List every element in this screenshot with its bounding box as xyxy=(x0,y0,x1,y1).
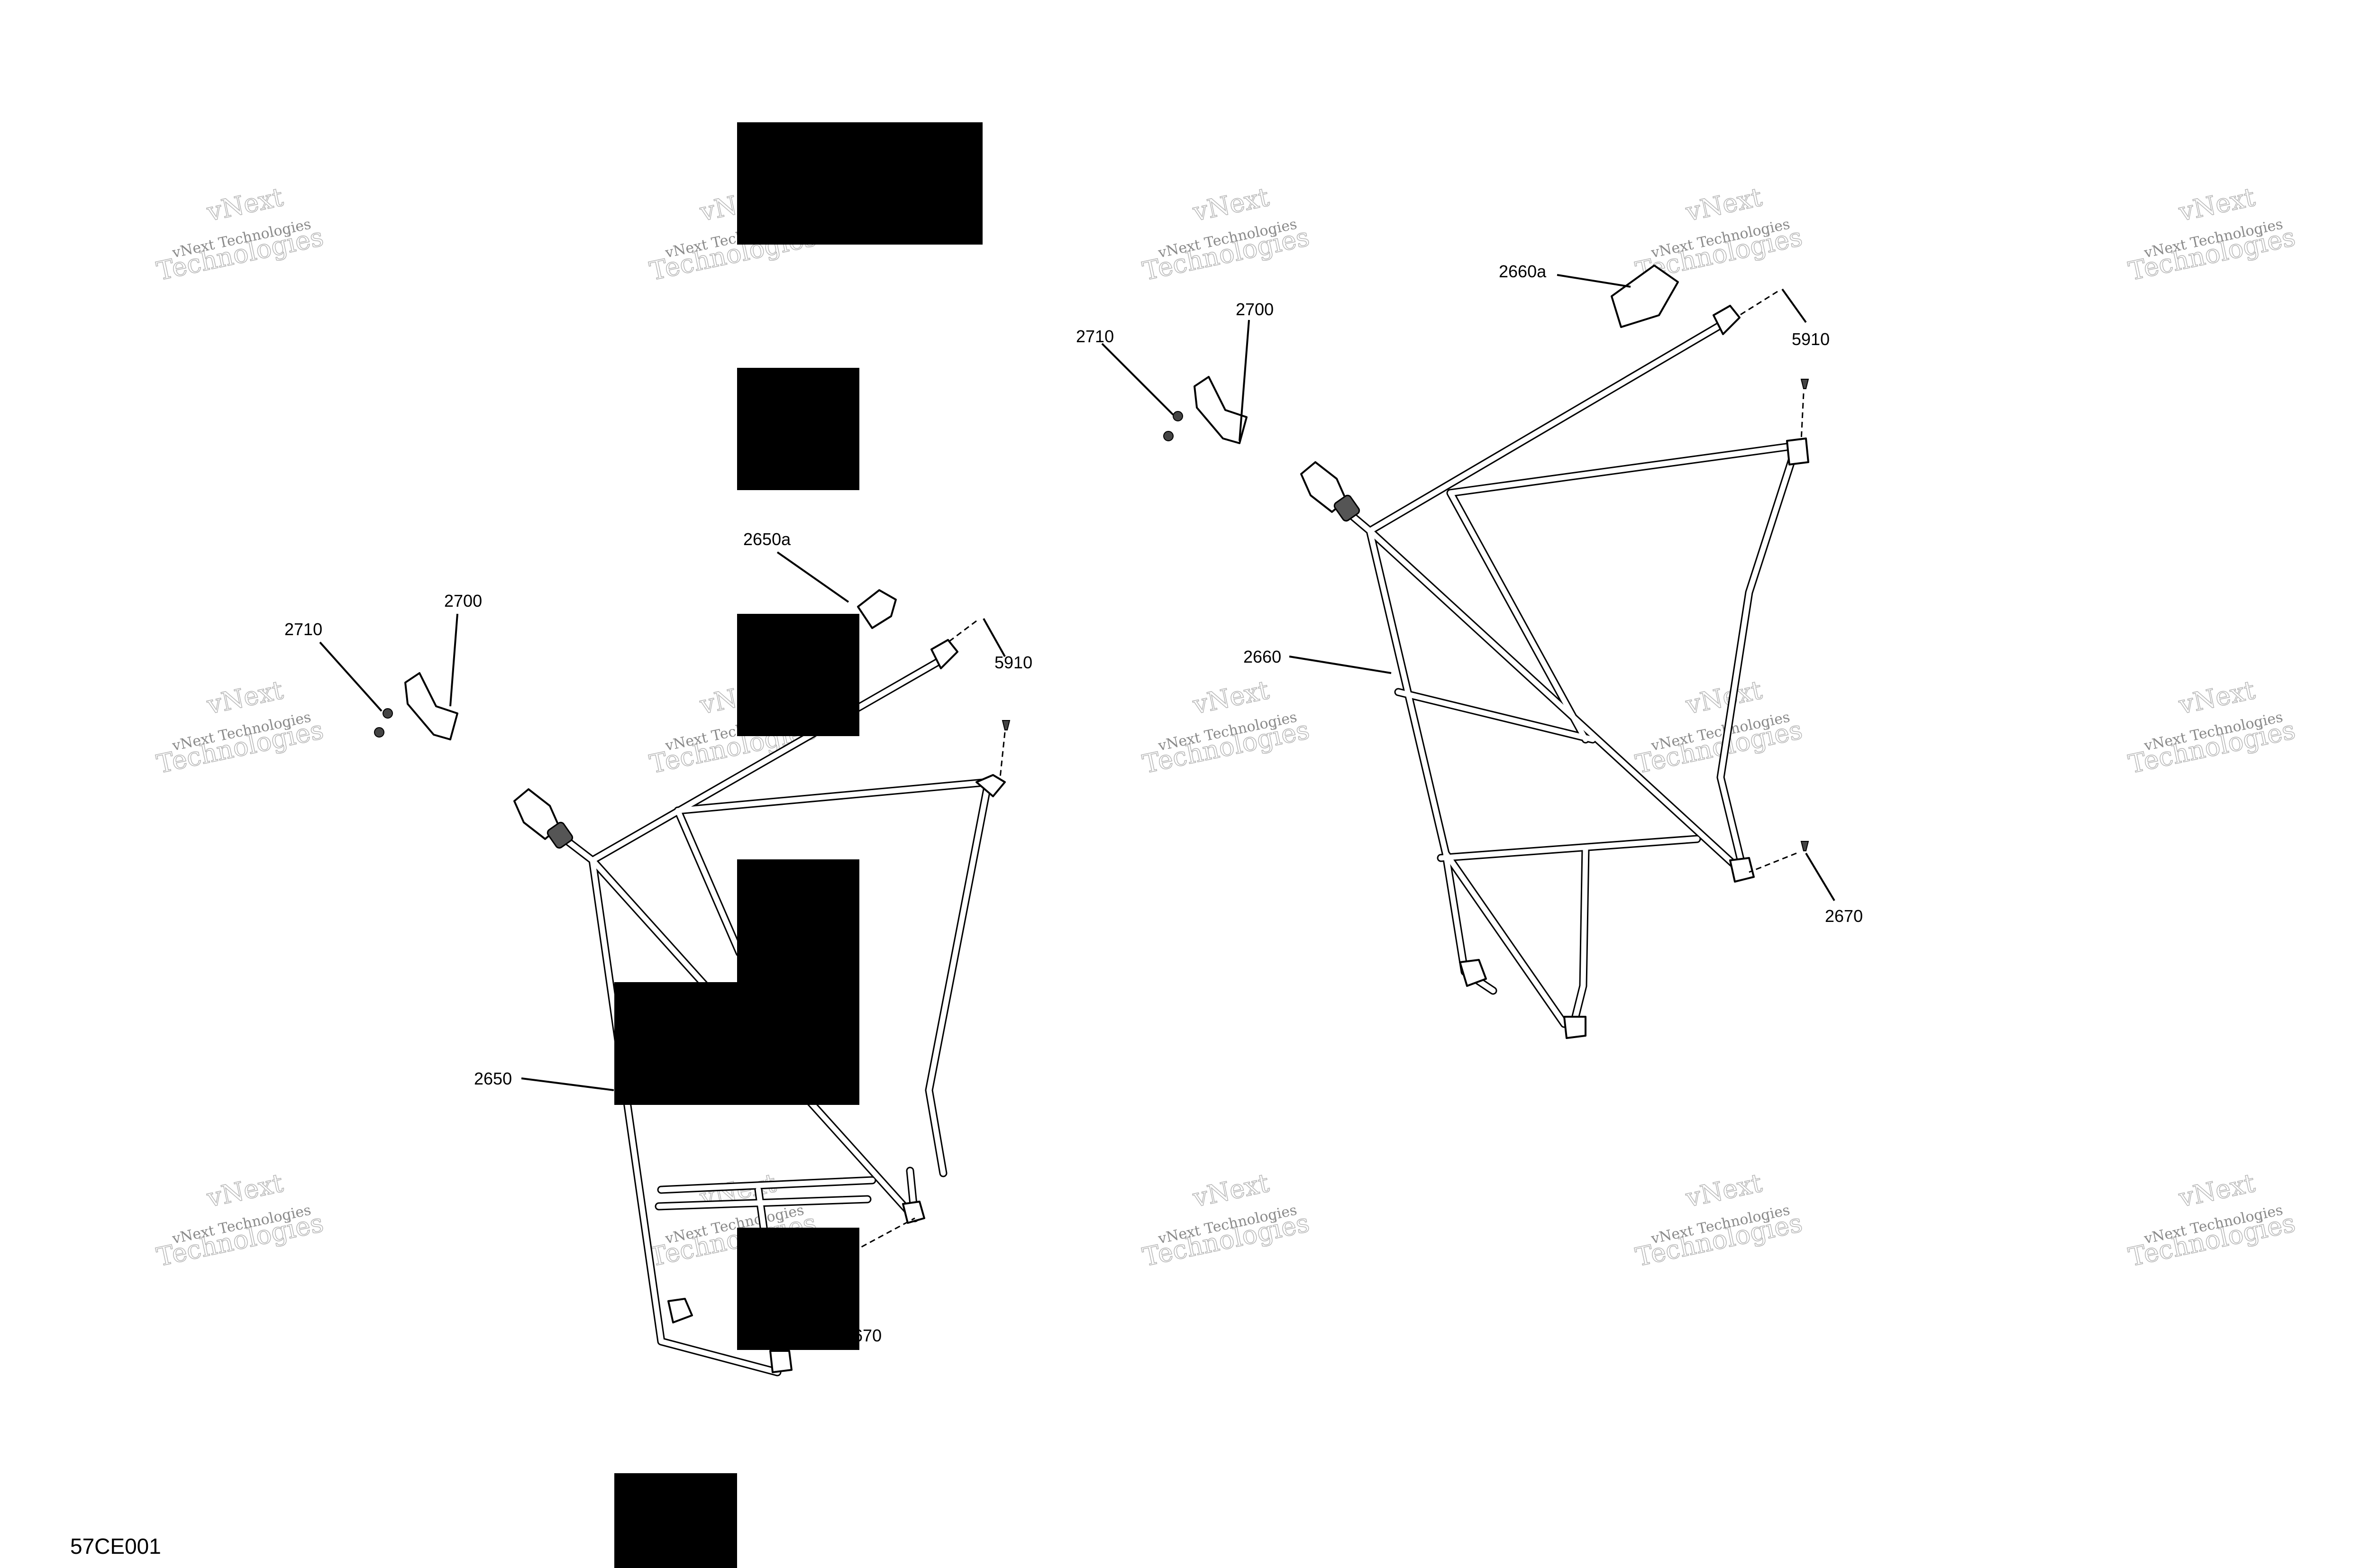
label-2700-left: 2700 xyxy=(444,591,482,611)
right-fastener-top-icon xyxy=(1800,379,1809,389)
watermark-big-text: vNext xyxy=(1683,675,1765,720)
left-top-anchor-icon xyxy=(930,639,958,669)
label-2710-left: 2710 xyxy=(284,620,322,639)
right-buckle-icon xyxy=(1300,461,1360,522)
left-rail-tab-icon xyxy=(857,589,897,629)
right-lower-anchor-icon xyxy=(1729,857,1755,883)
label-2700-right: 2700 xyxy=(1236,300,1274,319)
redaction-block xyxy=(614,1473,737,1568)
right-top-anchor-icon xyxy=(1713,305,1741,335)
label-5910-left: 5910 xyxy=(994,653,1032,672)
redaction-block xyxy=(614,982,859,1105)
right-rear-anchor-icon xyxy=(1786,438,1809,465)
left-rail-assembly: 2650 2650a 2700 2710 5910 2670 xyxy=(284,529,1032,1377)
right-bracket-icon xyxy=(1194,376,1248,444)
left-bottom-anchor-icon xyxy=(667,1298,693,1323)
left-buckle-icon xyxy=(513,788,574,849)
right-floor-anchor-icon xyxy=(1563,1016,1586,1039)
left-bracket-icon xyxy=(404,672,458,740)
label-5910-right: 5910 xyxy=(1792,329,1830,349)
left-rail-frame xyxy=(517,655,993,1377)
watermark-big-text: vNext xyxy=(204,675,286,720)
right-bottom-anchor-icon xyxy=(1459,959,1487,987)
watermark-big-text: vNext xyxy=(204,182,286,228)
left-rear-anchor-icon xyxy=(975,774,1006,797)
watermark-big-text: vNext xyxy=(1190,182,1272,228)
left-floor-anchor-icon xyxy=(769,1350,793,1373)
redaction-block xyxy=(737,122,983,245)
left-screw-icon xyxy=(374,708,393,738)
watermark-big-text: vNext xyxy=(204,1168,286,1213)
watermark-big-text: vNext xyxy=(1683,182,1765,228)
watermark-big-text: vNext xyxy=(1683,1168,1765,1213)
right-fastener-bottom-icon xyxy=(1800,841,1809,851)
right-rail-assembly: 2660 2660a 2700 2710 5910 2670 xyxy=(1076,262,1863,1039)
watermark-big-text: vNext xyxy=(1190,675,1272,720)
redaction-block xyxy=(737,1228,859,1350)
watermark-big-text: vNext xyxy=(2176,1168,2258,1213)
label-2660a: 2660a xyxy=(1499,262,1547,281)
redaction-block xyxy=(737,368,859,490)
left-lower-anchor-icon xyxy=(902,1201,925,1224)
figure-id: 57CE001 xyxy=(70,1534,161,1559)
label-2660: 2660 xyxy=(1243,647,1281,666)
label-2710-right: 2710 xyxy=(1076,327,1114,346)
redaction-block xyxy=(737,614,859,736)
left-fastener-top-icon xyxy=(1002,720,1011,730)
label-2650: 2650 xyxy=(474,1069,512,1088)
redaction-blocks xyxy=(614,122,983,1568)
right-rail-frame xyxy=(1304,318,1801,1028)
label-2650a: 2650a xyxy=(743,529,791,549)
watermark-big-text: vNext xyxy=(1190,1168,1272,1213)
label-2670-right: 2670 xyxy=(1825,906,1863,926)
watermark-big-text: vNext xyxy=(2176,675,2258,720)
right-rail-tab-icon xyxy=(1611,264,1679,328)
watermark-big-text: vNext xyxy=(2176,182,2258,228)
right-screw-icon xyxy=(1163,411,1183,441)
